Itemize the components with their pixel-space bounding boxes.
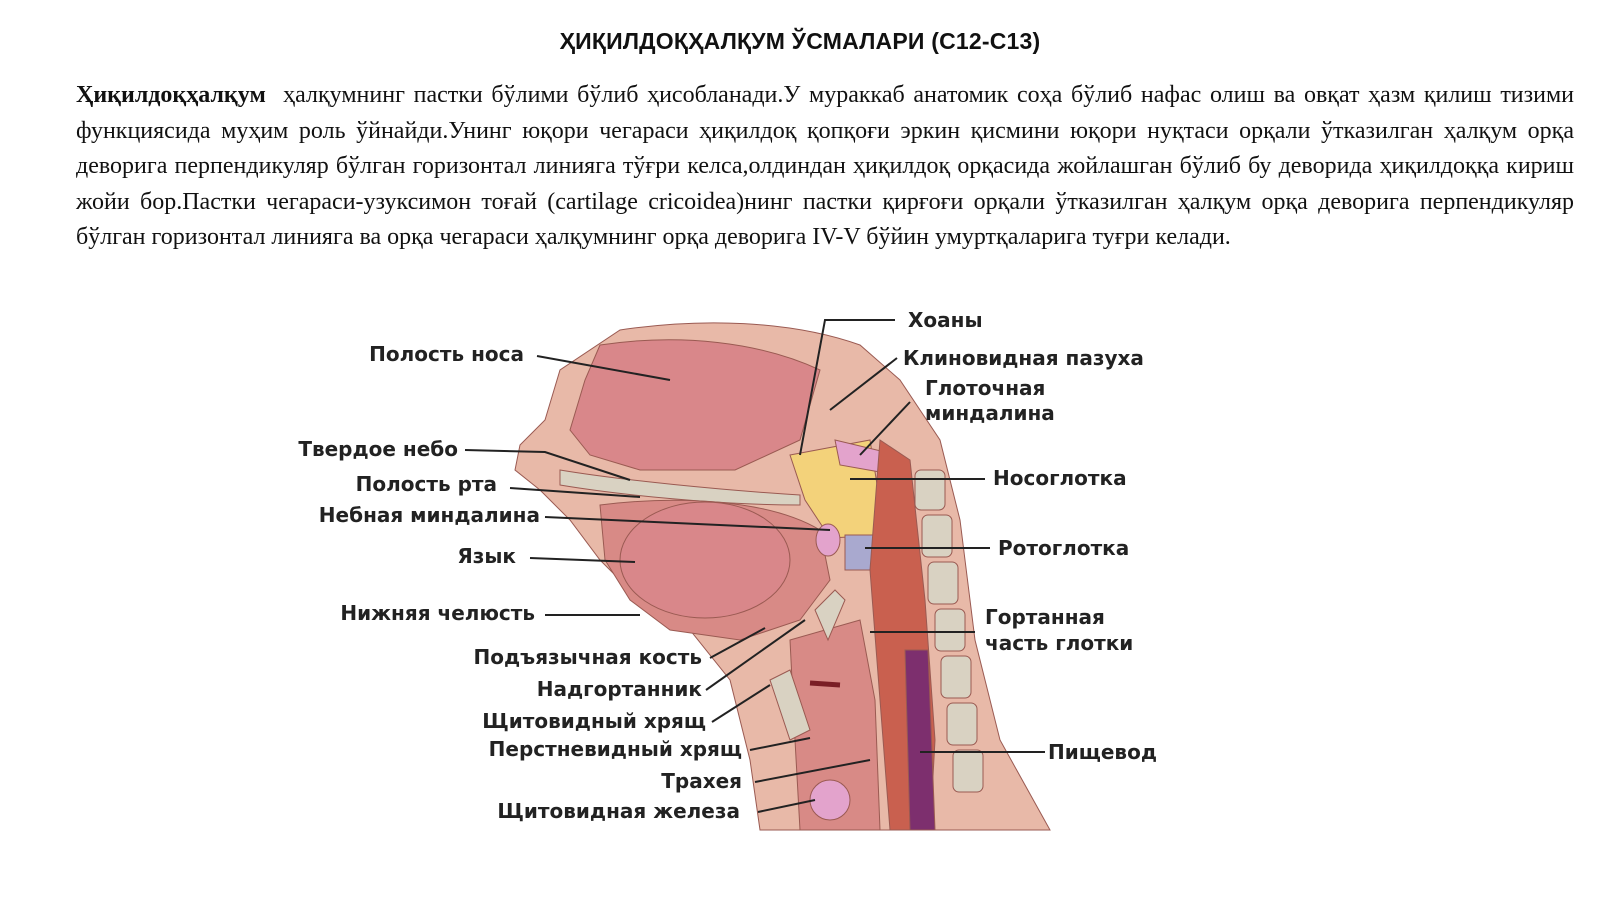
vocal-fold-mark <box>809 680 841 688</box>
label-tongue: Язык <box>457 544 516 568</box>
palatine-tonsil-region <box>815 523 841 557</box>
left-leader-lines <box>464 355 871 813</box>
label-pharyngeal-tonsil-line2: миндалина <box>925 401 1055 425</box>
cervical-spine <box>914 469 984 793</box>
epiglottis-region <box>814 589 846 642</box>
label-laryngopharynx-line1: Гортанная <box>985 605 1105 629</box>
label-cricoid-cartilage: Перстневидный хрящ <box>489 737 742 761</box>
label-hyoid-bone: Подъязычная кость <box>474 645 702 669</box>
paragraph-text: ҳалқумнинг пастки бўлими бўлиб ҳисоблана… <box>76 82 1575 251</box>
right-leader-lines <box>799 319 1045 753</box>
thyroid-gland-region <box>809 779 851 821</box>
lead-term: Ҳиқилдоқҳалқум <box>76 82 266 108</box>
label-oral-cavity: Полость рта <box>356 472 497 496</box>
tongue-region <box>619 501 791 619</box>
label-mandible: Нижняя челюсть <box>340 601 535 625</box>
label-oropharynx: Ротоглотка <box>998 536 1129 560</box>
right-labels: Хоаны Клиновидная пазуха Глоточная минда… <box>903 308 1157 764</box>
label-esophagus: Пищевод <box>1048 740 1157 764</box>
esophagus-region <box>904 649 936 831</box>
label-palatine-tonsil: Небная миндалина <box>319 503 540 527</box>
label-thyroid-gland: Щитовидная железа <box>497 799 740 823</box>
label-nasal-cavity: Полость носа <box>369 342 524 366</box>
label-thyroid-cartilage: Щитовидный хрящ <box>482 709 706 733</box>
slide-title: ҲИҚИЛДОҚҲАЛҚУМ ЎСМАЛАРИ (С12-С13) <box>559 28 1041 54</box>
left-labels: Полость носа Твердое небо Полость рта Не… <box>298 342 742 823</box>
label-choanae: Хоаны <box>908 308 983 332</box>
label-pharyngeal-tonsil-line1: Глоточная <box>925 376 1045 400</box>
body-paragraph: Ҳиқилдоқҳалқум ҳалқумнинг пастки бўлими … <box>76 78 1574 256</box>
label-laryngopharynx-line2: часть глотки <box>985 631 1133 655</box>
thyroid-cartilage-region <box>769 669 811 741</box>
label-trachea: Трахея <box>661 769 742 793</box>
label-sphenoid-sinus: Клиновидная пазуха <box>903 346 1144 370</box>
label-epiglottis: Надгортанник <box>537 677 703 701</box>
hard-palate-region <box>559 469 801 506</box>
label-hard-palate: Твердое небо <box>298 437 458 461</box>
label-nasopharynx: Носоглотка <box>993 466 1127 490</box>
